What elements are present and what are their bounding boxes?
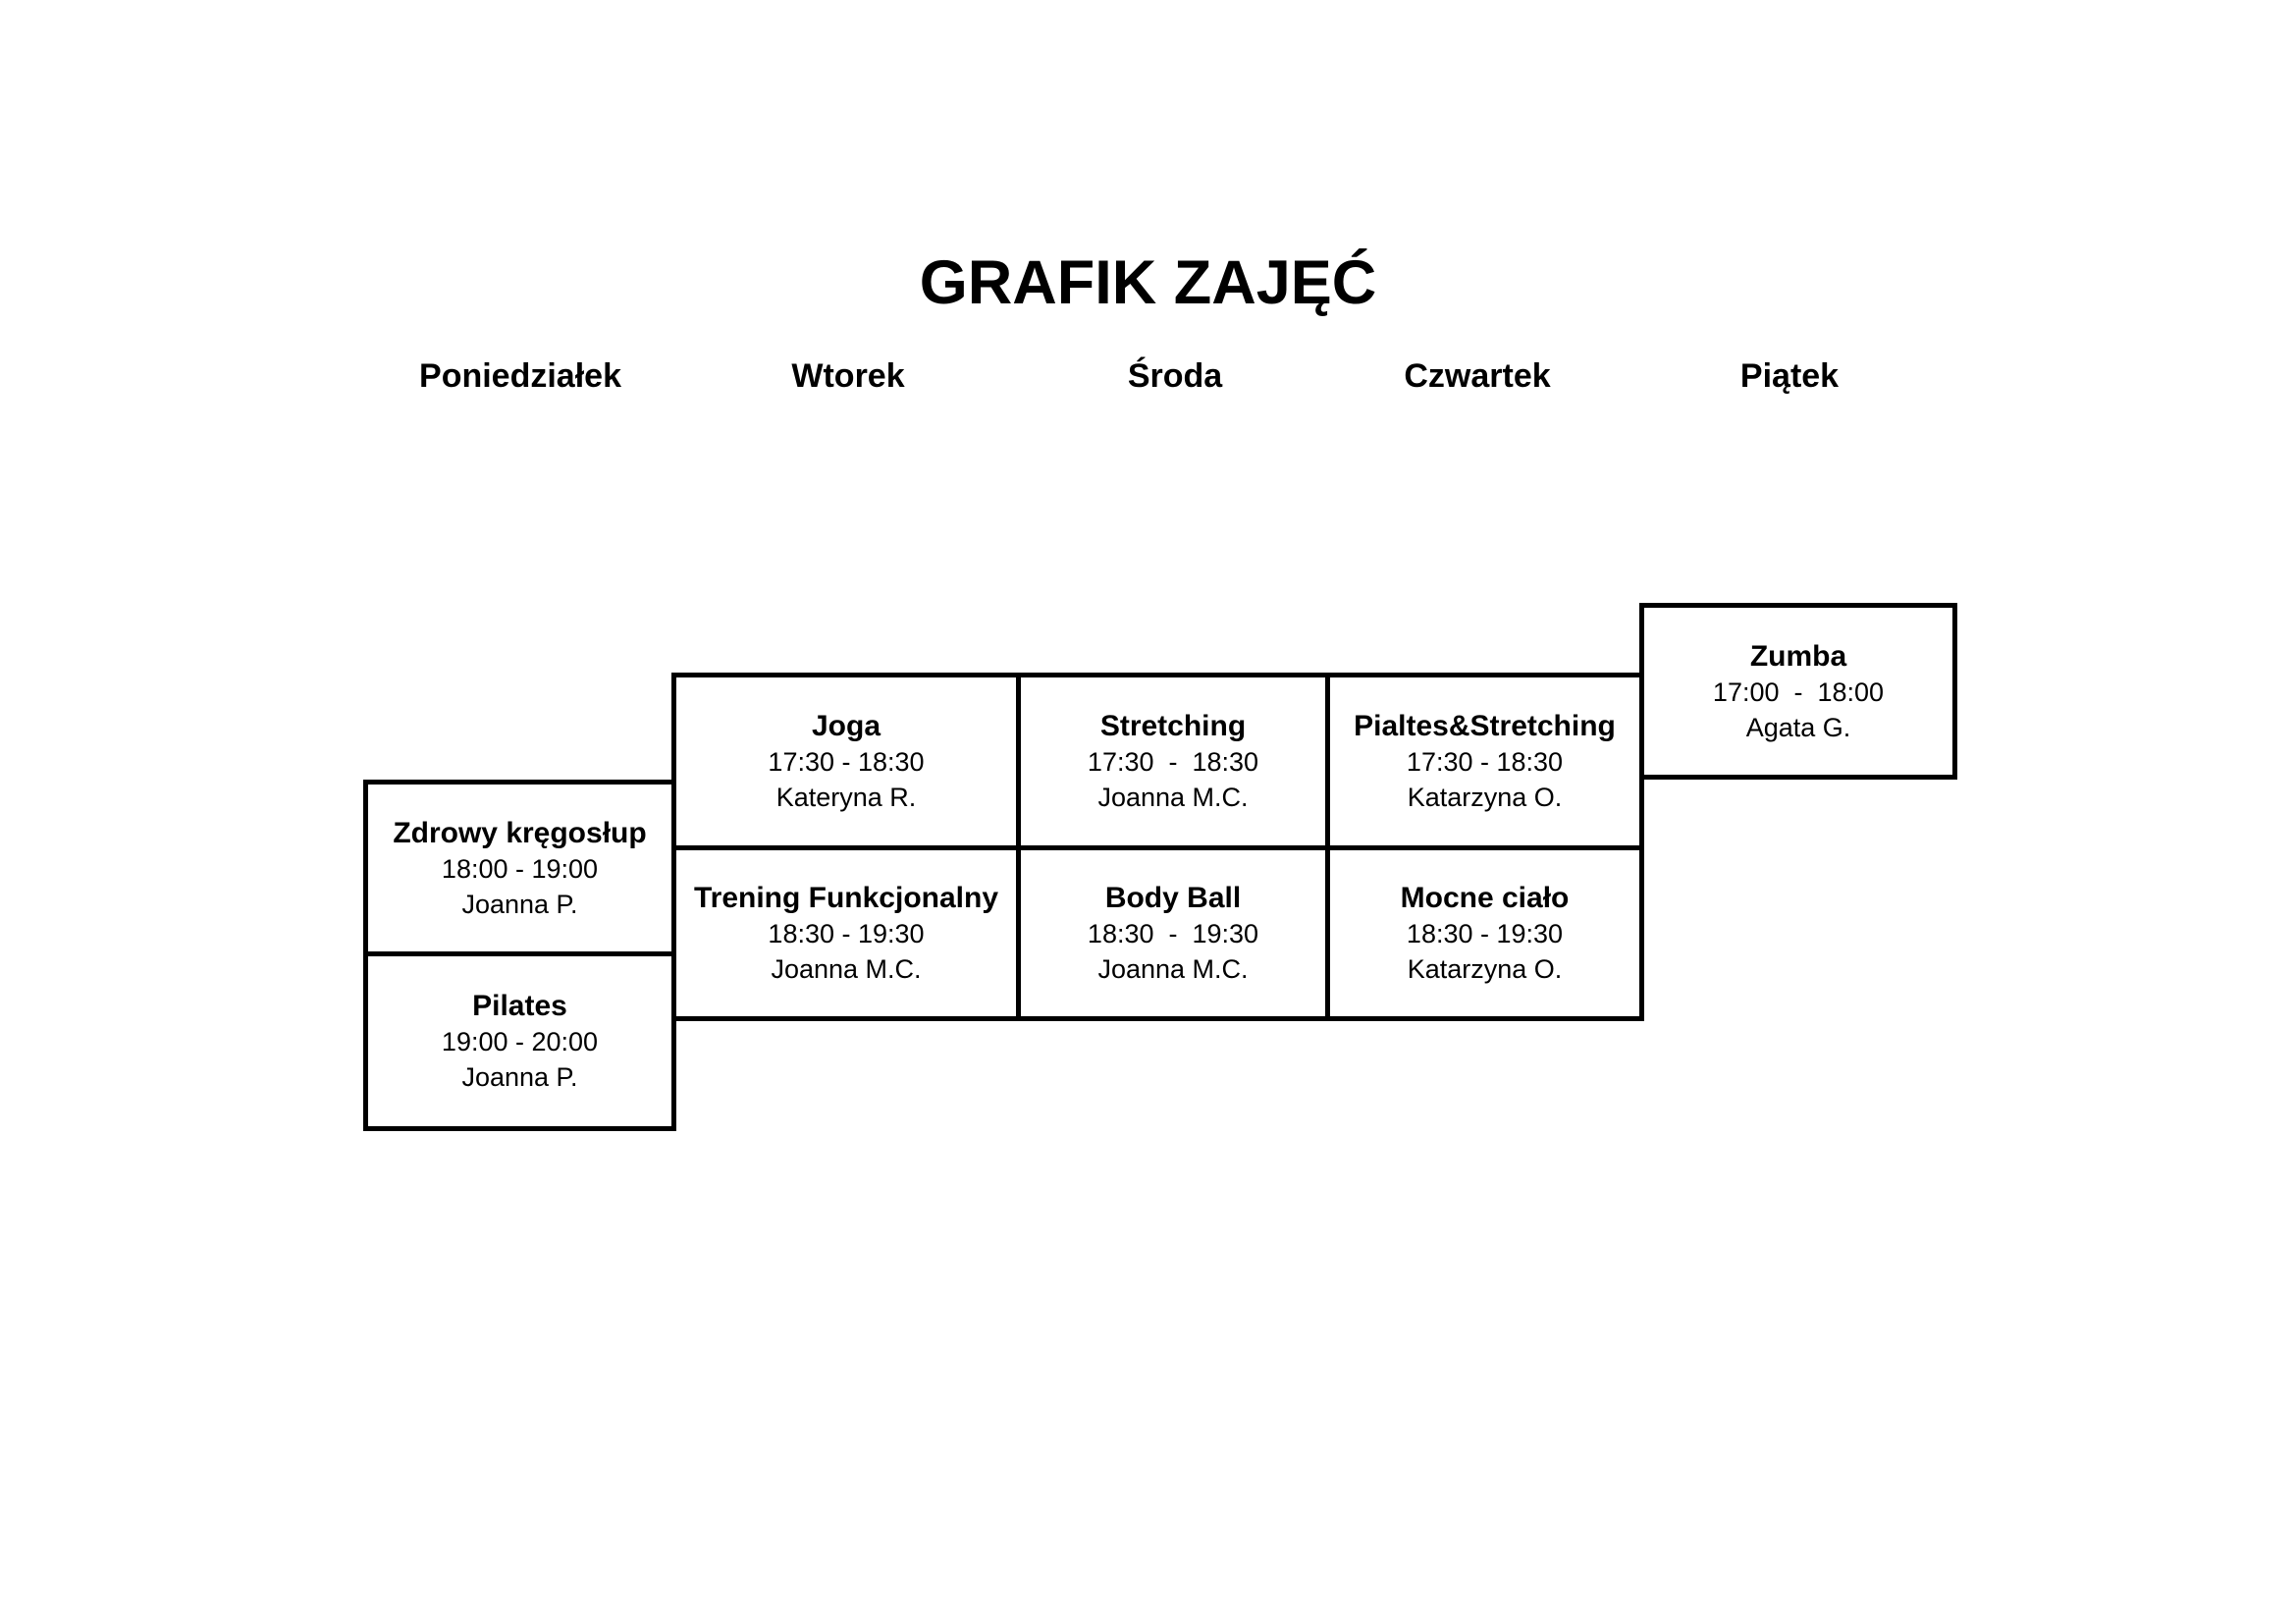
- class-instructor: Joanna P.: [461, 1062, 578, 1092]
- class-name: Body Ball: [1104, 882, 1242, 914]
- day-header-sroda: Środa: [1127, 357, 1223, 395]
- class-instructor: Joanna M.C.: [771, 954, 922, 984]
- day-header-piatek: Piątek: [1739, 357, 1840, 395]
- class-card-zumba: Zumba 17:00 - 18:00 Agata G.: [1639, 603, 1957, 780]
- class-card-joga: Joga 17:30 - 18:30 Kateryna R.: [671, 673, 1021, 850]
- day-header-wtorek: Wtorek: [791, 357, 905, 395]
- class-card-trening-funkcjonalny: Trening Funkcjonalny 18:30 - 19:30 Joann…: [671, 845, 1021, 1021]
- class-time: 17:30 - 18:30: [1406, 747, 1564, 777]
- class-name: Pilates: [472, 990, 567, 1022]
- class-name: Zumba: [1749, 639, 1847, 673]
- day-header-czwartek: Czwartek: [1404, 357, 1551, 395]
- class-card-stretching: Stretching 17:30 - 18:30 Joanna M.C.: [1016, 673, 1330, 850]
- class-time: 18:30 - 19:30: [1406, 919, 1564, 948]
- class-instructor: Joanna M.C.: [1097, 954, 1249, 984]
- class-time: 18:30 - 19:30: [768, 919, 925, 948]
- class-card-pilates: Pilates 19:00 - 20:00 Joanna P.: [363, 951, 676, 1131]
- class-instructor: Joanna P.: [461, 889, 578, 919]
- class-instructor: Agata G.: [1745, 712, 1851, 742]
- class-card-pialtes-stretching: Pialtes&Stretching 17:30 - 18:30 Katarzy…: [1325, 673, 1644, 850]
- page-title: GRAFIK ZAJĘĆ: [919, 248, 1377, 317]
- class-instructor: Joanna M.C.: [1097, 783, 1249, 812]
- class-name: Joga: [811, 710, 881, 742]
- class-card-mocne-cialo: Mocne ciało 18:30 - 19:30 Katarzyna O.: [1325, 845, 1644, 1021]
- class-name: Mocne ciało: [1400, 882, 1570, 914]
- class-card-body-ball: Body Ball 18:30 - 19:30 Joanna M.C.: [1016, 845, 1330, 1021]
- class-name: Stretching: [1099, 710, 1247, 742]
- class-time: 19:00 - 20:00: [441, 1027, 599, 1056]
- class-name: Trening Funkcjonalny: [693, 882, 999, 914]
- class-time: 17:30 - 18:30: [768, 747, 925, 777]
- class-instructor: Katarzyna O.: [1407, 954, 1563, 984]
- class-name: Zdrowy kręgosłup: [393, 816, 647, 849]
- class-time: 18:00 - 19:00: [441, 853, 599, 884]
- day-header-poniedzialek: Poniedziałek: [419, 357, 621, 395]
- class-card-zdrowy-kregoslup: Zdrowy kręgosłup 18:00 - 19:00 Joanna P.: [363, 780, 676, 956]
- class-time: 17:30 - 18:30: [1087, 747, 1259, 777]
- class-time: 18:30 - 19:30: [1087, 919, 1259, 948]
- class-name: Pialtes&Stretching: [1354, 710, 1616, 742]
- class-instructor: Kateryna R.: [775, 783, 917, 812]
- class-time: 17:00 - 18:00: [1712, 677, 1885, 707]
- class-instructor: Katarzyna O.: [1407, 783, 1563, 812]
